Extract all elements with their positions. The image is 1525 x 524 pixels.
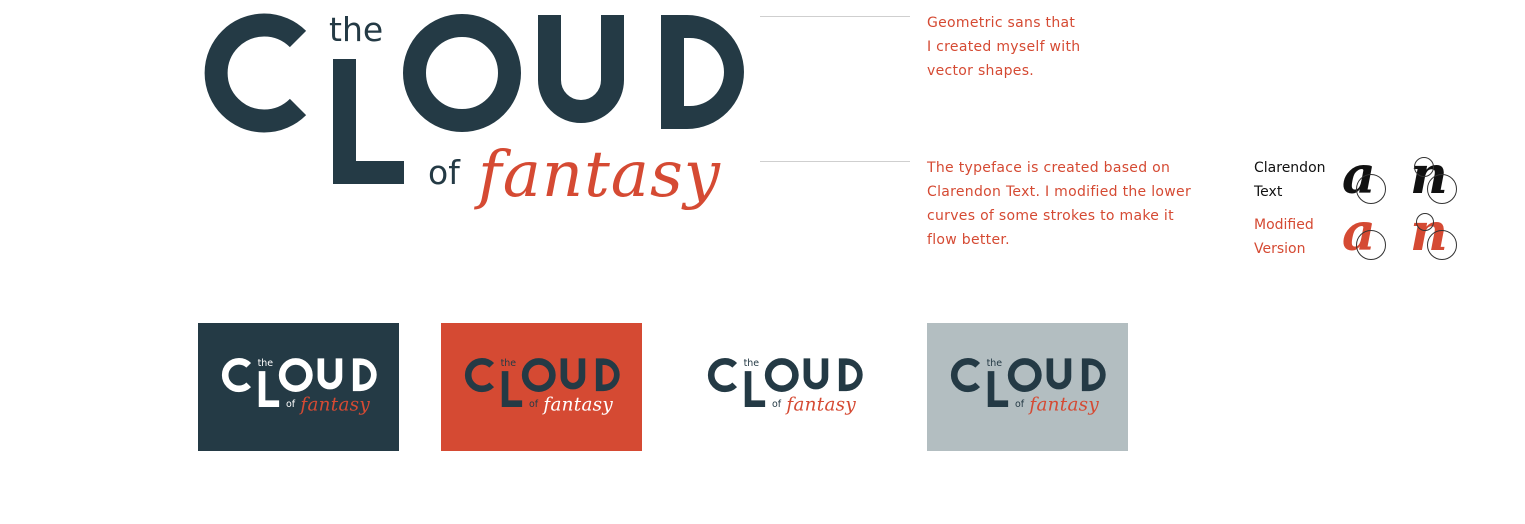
logo-letter-c	[221, 358, 252, 393]
note-line: Clarendon Text. I modified the lower	[927, 184, 1191, 200]
logo-word-the: the	[744, 358, 760, 369]
logo-word-of: of	[286, 399, 296, 410]
logo-letter-d	[838, 358, 863, 392]
logo-word-the: the	[329, 10, 383, 49]
logo-word-fantasy: fantasy	[298, 394, 370, 415]
logo-letter-u	[803, 358, 829, 390]
guide-circle	[1427, 174, 1457, 204]
logo-letter-c	[707, 358, 738, 393]
note-line: curves of some strokes to make it	[927, 208, 1174, 224]
logo-letter-c	[464, 358, 495, 393]
logo-letter-c	[950, 358, 981, 393]
label-clarendon-text: Clarendon Text	[1254, 156, 1326, 204]
note-line: The typeface is created based on	[927, 160, 1171, 176]
main-logo-mark: the of fantasy	[204, 10, 744, 212]
logo-word-fantasy: fantasy	[474, 138, 721, 212]
logo-letter-c	[204, 13, 307, 133]
guide-circle	[1356, 174, 1386, 204]
logo-letter-o	[403, 14, 521, 132]
note-line: vector shapes.	[927, 63, 1035, 79]
logo-letter-d	[352, 358, 377, 392]
label-line: Clarendon	[1254, 160, 1326, 176]
logo-letter-o	[1007, 358, 1042, 393]
logo-letter-u	[538, 15, 624, 123]
label-line: Modified	[1254, 217, 1314, 233]
logo-word-of: of	[428, 153, 461, 192]
logo-letter-u	[560, 358, 586, 390]
logo-letter-d	[595, 358, 620, 392]
logo-word-the: the	[501, 358, 517, 369]
logo-letter-l	[501, 371, 523, 407]
logo-word-fantasy: fantasy	[541, 394, 613, 415]
note-line: I created myself with	[927, 39, 1081, 55]
logo-letter-o	[278, 358, 313, 393]
guide-circle	[1356, 230, 1386, 260]
logo-word-of: of	[772, 399, 782, 410]
logo-letter-l	[333, 59, 404, 184]
label-modified-version: Modified Version	[1254, 213, 1314, 261]
logo-letter-o	[521, 358, 556, 393]
logo-word-fantasy: fantasy	[784, 394, 856, 415]
logo-letter-u	[1046, 358, 1072, 390]
guide-circle	[1416, 213, 1434, 231]
logo-word-the: the	[258, 358, 274, 369]
note-line: flow better.	[927, 232, 1010, 248]
logo-word-of: of	[1015, 399, 1025, 410]
logo-letter-u	[317, 358, 343, 390]
logo-letter-l	[258, 371, 280, 407]
note-geometric-sans: Geometric sans that I created myself wit…	[927, 11, 1080, 83]
main-logo: the of fantasy	[198, 10, 758, 220]
guide-circle	[1414, 157, 1434, 177]
divider-rule-top	[760, 16, 910, 17]
logo-word-the: the	[987, 358, 1003, 369]
logo-letter-l	[744, 371, 766, 407]
label-line: Text	[1254, 184, 1283, 200]
logo-letter-l	[987, 371, 1009, 407]
logo-letter-d	[661, 15, 744, 129]
note-line: Geometric sans that	[927, 15, 1076, 31]
note-clarendon: The typeface is created based on Clarend…	[927, 156, 1191, 252]
divider-rule-middle	[760, 161, 910, 162]
logo-word-of: of	[529, 399, 539, 410]
logo-letter-d	[1081, 358, 1106, 392]
logo-letter-o	[764, 358, 799, 393]
label-line: Version	[1254, 241, 1306, 257]
logo-word-fantasy: fantasy	[1027, 394, 1099, 415]
guide-circle	[1427, 230, 1457, 260]
